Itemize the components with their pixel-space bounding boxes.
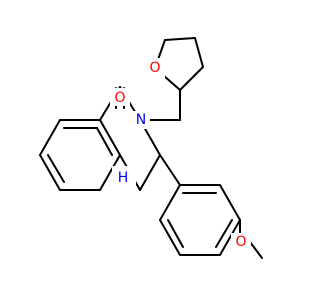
bond	[139, 154, 161, 191]
bond	[159, 154, 181, 186]
bond	[194, 37, 204, 68]
bond	[159, 184, 181, 221]
bond	[219, 219, 241, 256]
amide-nitrogen-label: N	[136, 112, 146, 128]
ring-oxygen-bg	[145, 58, 165, 78]
aryl-linker	[159, 154, 181, 186]
methoxyphenyl-ring	[159, 184, 241, 256]
molecule-canvas: O O N H O	[39, 37, 263, 259]
methoxy-oxygen-bg	[231, 233, 251, 251]
bond	[179, 66, 204, 91]
methoxy-oxygen-label: O	[235, 234, 246, 250]
amine-nitrogen-bg	[112, 166, 136, 190]
carbonyl-oxygen-bg	[110, 88, 130, 106]
bond	[39, 154, 61, 191]
bond	[96, 127, 113, 156]
amide-nitrogen-bg	[132, 111, 150, 129]
bond	[164, 37, 196, 41]
amine-nitrogen-label: H	[118, 170, 129, 186]
bond	[167, 219, 184, 248]
bond	[219, 184, 241, 221]
bond	[215, 219, 233, 248]
bond	[39, 119, 61, 156]
methoxy-group	[239, 219, 263, 259]
bond	[99, 154, 121, 191]
bond	[47, 154, 65, 183]
ring-oxygen-label: O	[149, 60, 160, 76]
bond	[249, 241, 263, 259]
bond	[159, 219, 181, 256]
benzo-ring	[39, 119, 121, 191]
molecule-structure: O O N H O	[39, 37, 263, 259]
bond	[99, 119, 121, 156]
carbonyl-oxygen-label: O	[114, 90, 125, 106]
